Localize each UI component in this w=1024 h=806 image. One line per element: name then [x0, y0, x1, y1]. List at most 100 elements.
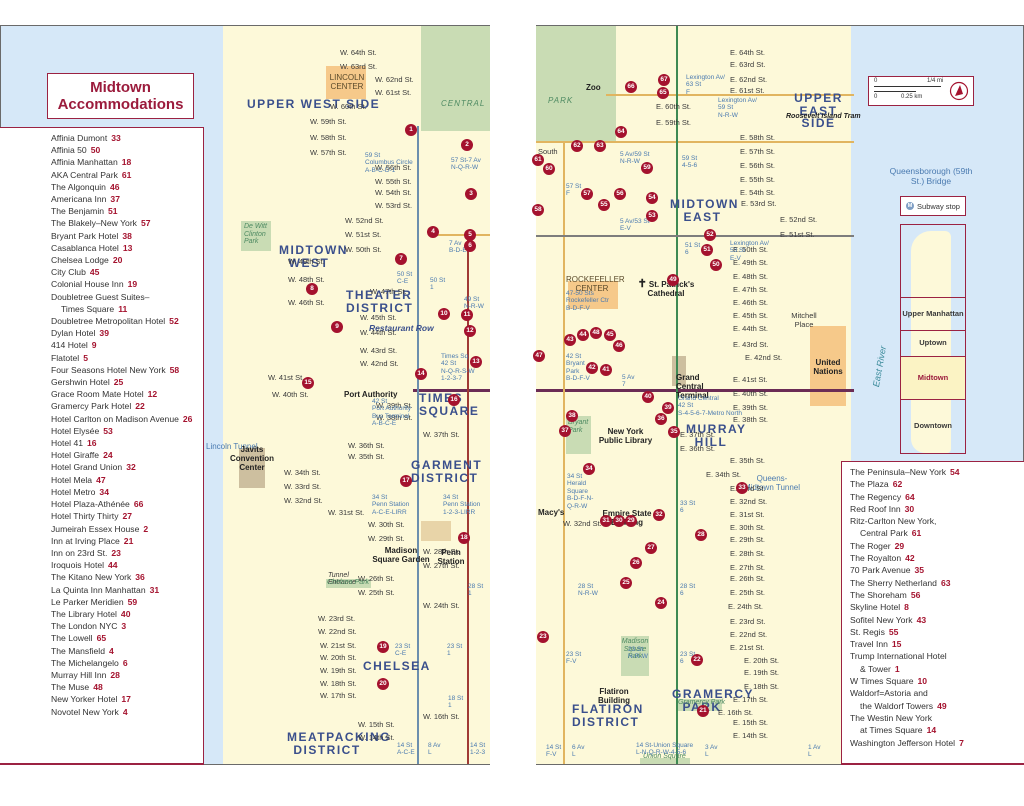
hotel-map-pin[interactable]: 40 — [642, 391, 654, 403]
subway-station-label: 28 St 6 — [680, 583, 696, 598]
hotel-name: Inn at Irving Place — [51, 535, 120, 546]
hotel-name: Hotel Thirty Thirty — [51, 511, 119, 522]
hotel-map-pin[interactable]: 4 — [427, 226, 439, 238]
hotel-map-number: 61 — [911, 528, 922, 539]
hotel-map-pin[interactable]: 60 — [543, 163, 555, 175]
hotel-map-pin[interactable]: 23 — [537, 631, 549, 643]
hotel-map-pin[interactable]: 51 — [701, 244, 713, 256]
hotel-map-pin[interactable]: 34 — [583, 463, 595, 475]
hotel-map-pin[interactable]: 30 — [613, 515, 625, 527]
hotel-map-pin[interactable]: 39 — [662, 402, 674, 414]
street-label: E. 42nd St. — [745, 353, 783, 362]
hotel-map-number: 57 — [140, 218, 151, 229]
hotel-map-pin[interactable]: 17 — [400, 475, 412, 487]
hotel-map-number: 29 — [894, 540, 905, 551]
hotel-map-pin[interactable]: 33 — [736, 482, 748, 494]
hotel-map-pin[interactable]: 27 — [645, 542, 657, 554]
hotel-map-pin[interactable]: 53 — [646, 210, 658, 222]
hotel-name: The Royalton — [850, 553, 902, 564]
hotel-map-pin[interactable]: 7 — [395, 253, 407, 265]
bryant-park-label: Bryant Park — [568, 419, 589, 434]
subway-station-label: 3 Av L — [705, 744, 718, 759]
hotel-map-pin[interactable]: 5 — [464, 229, 476, 241]
hotel-map-pin[interactable]: 49 — [667, 274, 679, 286]
hotel-map-pin[interactable]: 55 — [598, 199, 610, 211]
hotel-map-pin[interactable]: 36 — [655, 413, 667, 425]
hotel-map-pin[interactable]: 52 — [704, 229, 716, 241]
hotel-map-pin[interactable]: 18 — [458, 532, 470, 544]
hotel-map-pin[interactable]: 26 — [630, 557, 642, 569]
hotel-map-pin[interactable]: 35 — [668, 426, 680, 438]
hotel-map-pin[interactable]: 20 — [377, 678, 389, 690]
hotel-map-pin[interactable]: 58 — [532, 204, 544, 216]
hotel-map-pin[interactable]: 44 — [577, 329, 589, 341]
hotel-map-pin[interactable]: 1 — [405, 124, 417, 136]
hotel-map-pin[interactable]: 19 — [377, 641, 389, 653]
hotel-name-cont-text: at Times Square — [860, 725, 923, 736]
hotel-map-pin[interactable]: 37 — [559, 425, 571, 437]
hotel-map-pin[interactable]: 9 — [331, 321, 343, 333]
hotel-map-pin[interactable]: 67 — [658, 74, 670, 86]
hotel-map-pin[interactable]: 32 — [653, 509, 665, 521]
hotel-map-pin[interactable]: 54 — [646, 192, 658, 204]
hotel-map-pin[interactable]: 16 — [448, 394, 460, 406]
hotel-map-pin[interactable]: 25 — [620, 577, 632, 589]
hotel-name: AKA Central Park — [51, 169, 118, 180]
zoo-label: Zoo — [586, 83, 601, 92]
hotel-map-pin[interactable]: 3 — [465, 188, 477, 200]
hotel-map-pin[interactable]: 13 — [470, 356, 482, 368]
hotel-map-pin[interactable]: 2 — [461, 139, 473, 151]
hotel-map-pin[interactable]: 56 — [614, 188, 626, 200]
hotel-map-pin[interactable]: 64 — [615, 126, 627, 138]
street-label: E. 53rd St. — [741, 199, 777, 208]
hotel-map-number: 56 — [910, 589, 921, 600]
53rd-street-line — [536, 235, 854, 237]
hotel-map-pin[interactable]: 47 — [533, 350, 545, 362]
hotel-map-pin[interactable]: 12 — [464, 325, 476, 337]
hotel-map-pin[interactable]: 14 — [415, 368, 427, 380]
hotel-map-pin[interactable]: 48 — [590, 327, 602, 339]
hotel-map-pin[interactable]: 41 — [600, 364, 612, 376]
hotel-name: City Club — [51, 267, 86, 278]
street-label: W. 36th St. — [348, 441, 385, 450]
hotel-map-pin[interactable]: 38 — [566, 410, 578, 422]
hotel-map-pin[interactable]: 63 — [594, 140, 606, 152]
hotel-map-pin[interactable]: 42 — [586, 362, 598, 374]
hotel-map-pin[interactable]: 8 — [306, 283, 318, 295]
hotel-map-pin[interactable]: 50 — [710, 259, 722, 271]
hotel-map-pin[interactable]: 6 — [464, 240, 476, 252]
hotel-map-pin[interactable]: 10 — [438, 308, 450, 320]
hotel-map-pin[interactable]: 22 — [691, 654, 703, 666]
street-label: W. 45th St. — [360, 313, 397, 322]
hotel-map-pin[interactable]: 21 — [697, 705, 709, 717]
hotel-name: 414 Hotel — [51, 340, 88, 351]
hotel-map-pin[interactable]: 24 — [655, 597, 667, 609]
hotel-map-pin[interactable]: 46 — [613, 340, 625, 352]
hotel-map-pin[interactable]: 62 — [571, 140, 583, 152]
hotel-map-pin[interactable]: 11 — [461, 309, 473, 321]
street-label: W. 16th St. — [423, 712, 460, 721]
hotel-map-pin[interactable]: 15 — [302, 377, 314, 389]
hotel-map-pin[interactable]: 29 — [625, 515, 637, 527]
hotel-map-number: 64 — [905, 491, 915, 502]
bryant-park — [566, 416, 591, 454]
hotel-map-number: 40 — [120, 608, 131, 619]
street-label: W. 48th St. — [288, 275, 325, 284]
hotel-map-pin[interactable]: 45 — [604, 329, 616, 341]
hotel-map-pin[interactable]: 31 — [600, 515, 612, 527]
hotel-map-pin[interactable]: 59 — [641, 162, 653, 174]
hotel-map-pin[interactable]: 61 — [532, 154, 544, 166]
hotel-map-pin[interactable]: 28 — [695, 529, 707, 541]
hotel-map-pin[interactable]: 65 — [657, 87, 669, 99]
hotel-map-pin[interactable]: 66 — [625, 81, 637, 93]
hotel-map-pin[interactable]: 43 — [564, 334, 576, 346]
hotel-map-pin[interactable]: 57 — [581, 188, 593, 200]
hotel-map-number: 44 — [108, 560, 118, 571]
hotel-map-number: 38 — [122, 230, 132, 241]
subway-station-label: 23 St 1 — [447, 643, 463, 658]
